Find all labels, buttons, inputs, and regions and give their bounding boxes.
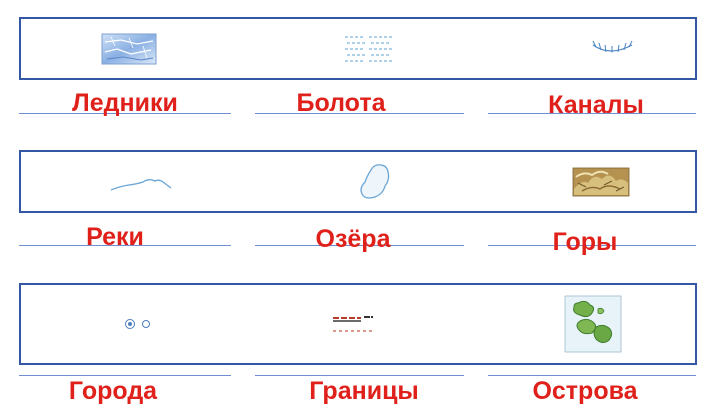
label-cities: Города xyxy=(68,377,158,405)
lake-symbol xyxy=(335,152,415,211)
answer-line xyxy=(19,113,231,114)
label-borders: Границы xyxy=(309,377,419,405)
answer-line xyxy=(488,375,696,376)
label-rivers: Реки xyxy=(86,223,144,251)
label-canals: Каналы xyxy=(548,91,644,119)
symbols-box-1 xyxy=(19,17,697,80)
canal-symbol xyxy=(573,19,653,78)
answer-line xyxy=(255,113,464,114)
symbols-box-2 xyxy=(19,150,697,213)
answer-line xyxy=(19,375,231,376)
symbols-box-3 xyxy=(19,283,697,365)
label-lakes: Озёра xyxy=(315,225,391,253)
label-swamps: Болота xyxy=(296,89,386,117)
answer-line xyxy=(255,375,464,376)
answer-line xyxy=(255,245,464,246)
label-mountains: Горы xyxy=(552,228,618,256)
label-islands: Острова xyxy=(532,377,638,405)
city-symbol xyxy=(98,285,178,363)
mountains-symbol xyxy=(561,152,641,211)
border-symbol xyxy=(314,285,394,363)
glacier-symbol xyxy=(89,19,169,78)
river-symbol xyxy=(101,152,181,211)
swamp-symbol xyxy=(330,19,410,78)
label-glaciers: Ледники xyxy=(72,89,178,117)
answer-line xyxy=(488,113,696,114)
answer-line xyxy=(19,245,231,246)
islands-symbol xyxy=(553,285,633,363)
answer-line xyxy=(488,245,696,246)
